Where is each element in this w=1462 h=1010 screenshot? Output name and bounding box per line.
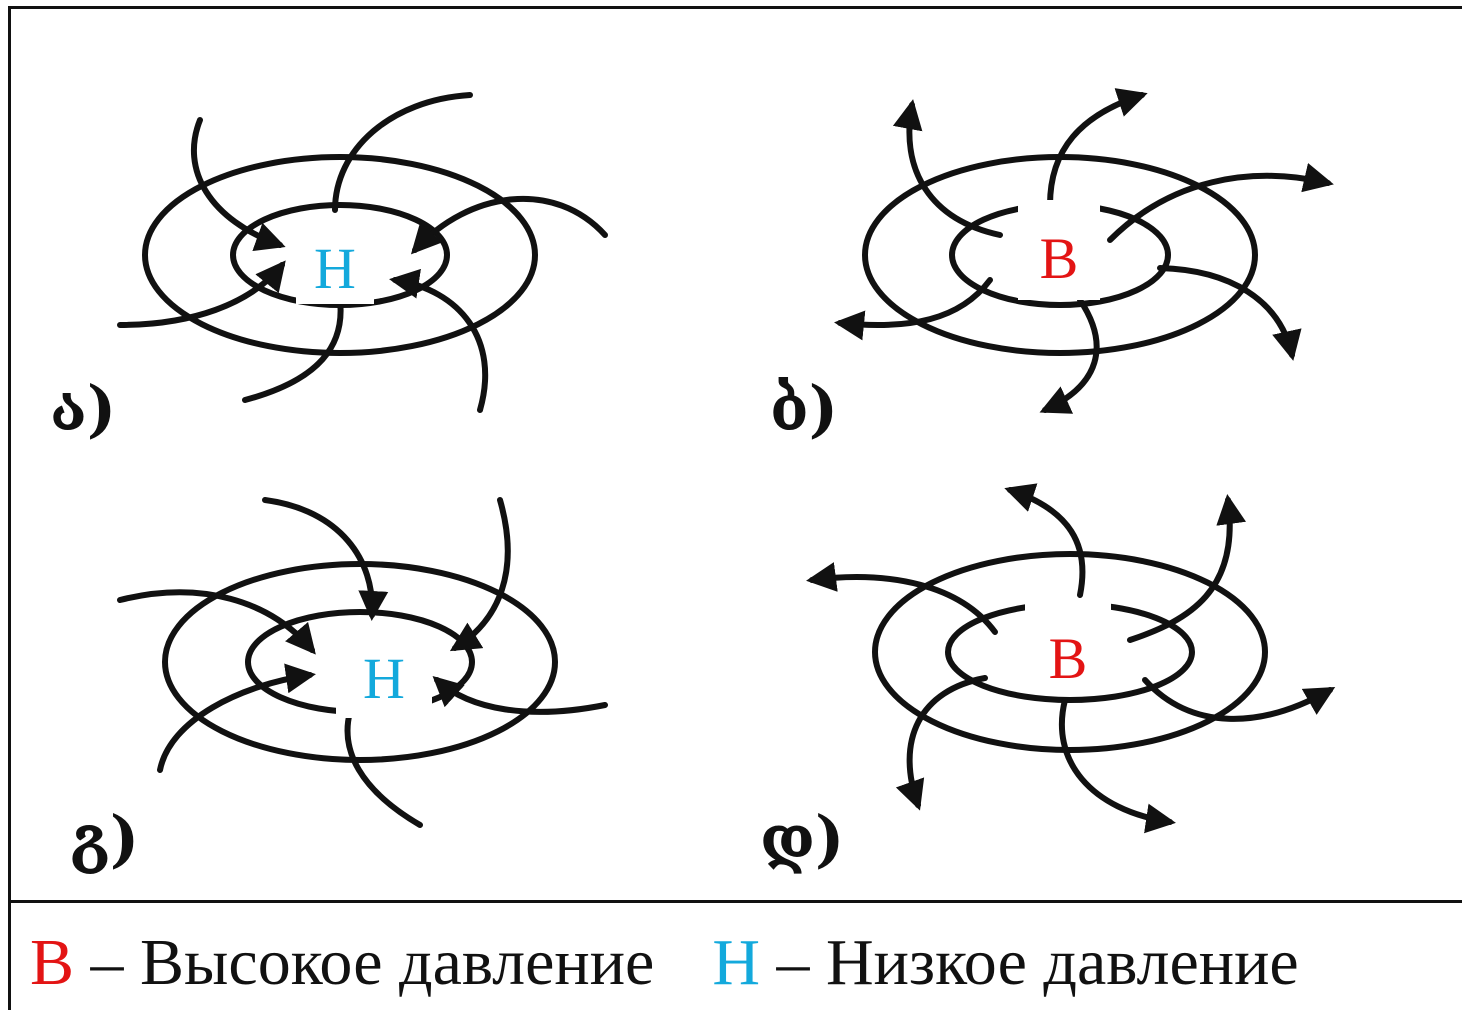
legend-low-symbol: Н: [712, 926, 761, 999]
panel-c-wind-arrow: [262, 497, 389, 621]
panel-a-wind-arrow: [190, 117, 286, 252]
panel-label-b: ბ): [770, 372, 839, 445]
panel-d-wind-arrow: [1127, 494, 1247, 643]
panel-c-diagram: [117, 497, 608, 828]
panel-c-wind-arrow: [157, 663, 316, 773]
panel-d-wind-arrow: [806, 562, 998, 635]
panel-b-wind-arrow: [1107, 162, 1334, 243]
frame-border-top: [8, 6, 1462, 9]
panel-d-outer-isobar: [872, 551, 1268, 753]
panel-b-wind-arrow: [1039, 297, 1100, 414]
panel-b-center-symbol: В: [1018, 200, 1100, 300]
pressure-systems-diagram: [117, 88, 1336, 834]
panel-label-d: დ): [760, 802, 845, 875]
panel-c-wind-arrow: [344, 709, 423, 828]
panel-c-wind-arrow: [432, 675, 608, 715]
legend-low-text: – Низкое давление: [760, 926, 1299, 999]
panel-d-wind-arrow: [1058, 697, 1176, 834]
panel-label-c: გ): [70, 802, 140, 875]
panel-b-wind-arrow: [1157, 265, 1302, 361]
panel-c-wind-arrow: [117, 589, 316, 655]
panel-d-diagram: [806, 483, 1336, 834]
panel-a-diagram: [117, 92, 608, 413]
panel-b-wind-arrow: [834, 277, 993, 341]
panel-a-wind-arrow: [117, 260, 286, 328]
panel-c-center-symbol: Н: [336, 640, 432, 718]
panel-a-center-symbol: Н: [296, 232, 374, 304]
legend-divider: [8, 900, 1462, 903]
panel-a-wind-arrow: [410, 195, 608, 255]
panel-d-wind-arrow: [1004, 483, 1086, 598]
panel-label-a: ა): [50, 372, 117, 445]
panel-b-wind-arrow: [892, 99, 1003, 238]
panel-d-center-symbol: В: [1025, 600, 1111, 692]
panel-d-wind-arrow: [1142, 677, 1336, 722]
panel-d-wind-arrow: [895, 675, 988, 811]
panel-a-wind-arrow: [242, 297, 344, 403]
panel-a-outer-isobar: [142, 154, 538, 356]
frame-border-left: [8, 6, 11, 1010]
panel-b-diagram: [834, 88, 1334, 414]
panel-b-wind-arrow: [1047, 88, 1148, 208]
legend-high-text: – Высокое давление: [74, 926, 655, 999]
panel-c-wind-arrow: [449, 497, 511, 652]
panel-a-wind-arrow: [389, 268, 489, 413]
panel-a-wind-arrow: [332, 92, 473, 213]
legend-high-symbol: В: [30, 926, 75, 999]
